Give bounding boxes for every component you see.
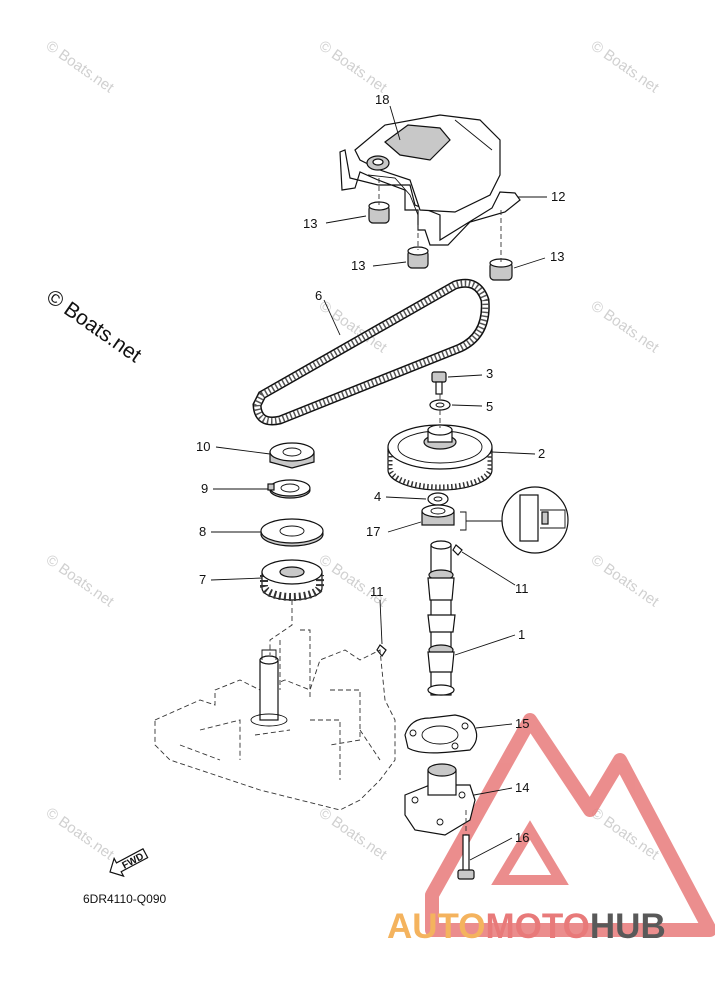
callout-1: 1 xyxy=(518,627,525,642)
washer-9 xyxy=(267,479,311,499)
callout-13: 13 xyxy=(550,249,564,264)
pin-11-left xyxy=(376,644,387,658)
gasket-15 xyxy=(404,714,478,754)
callout-leaders xyxy=(210,105,547,861)
callout-13: 13 xyxy=(351,258,365,273)
pin-11-right xyxy=(452,544,463,556)
watermark: © Boats.net xyxy=(43,37,118,96)
callout-12: 12 xyxy=(551,189,565,204)
callout-8: 8 xyxy=(199,524,206,539)
camshaft-pulley xyxy=(387,424,493,491)
fwd-label: FWD xyxy=(120,851,145,871)
washer-5 xyxy=(429,399,451,411)
callout-9: 9 xyxy=(201,481,208,496)
timing-belt xyxy=(252,278,490,426)
engine-block xyxy=(154,629,396,811)
callout-7: 7 xyxy=(199,572,206,587)
nut-10 xyxy=(269,442,315,469)
watermark: © Boats.net xyxy=(588,551,663,610)
callout-3: 3 xyxy=(486,366,493,381)
callout-13: 13 xyxy=(303,216,317,231)
copyright-label: © Boats.net xyxy=(42,285,145,367)
bolt-3 xyxy=(431,371,447,395)
plate-8 xyxy=(260,518,324,547)
watermark: © Boats.net xyxy=(316,37,391,96)
diagram-code: 6DR4110-Q090 xyxy=(83,892,166,906)
callout-11: 11 xyxy=(370,584,384,599)
sprocket-7 xyxy=(260,559,324,601)
callout-16: 16 xyxy=(515,830,529,845)
washer-4 xyxy=(427,492,449,506)
watermarks: © Boats.net © Boats.net © Boats.net © Bo… xyxy=(43,37,663,863)
oil-pump-14 xyxy=(404,763,476,836)
callout-11: 11 xyxy=(515,581,529,596)
logo-triangle-icon xyxy=(425,713,715,937)
callout-6: 6 xyxy=(315,288,322,303)
grommet-13c xyxy=(489,258,513,281)
callout-17: 17 xyxy=(366,524,380,539)
camshaft xyxy=(427,540,456,696)
automotohub-logo xyxy=(425,713,715,937)
grommet-13a xyxy=(368,201,390,224)
detail-inset xyxy=(501,486,569,554)
callout-14: 14 xyxy=(515,780,529,795)
brand-part-auto: AUTO xyxy=(387,907,486,946)
callout-10: 10 xyxy=(196,439,210,454)
callout-2: 2 xyxy=(538,446,545,461)
watermark: © Boats.net xyxy=(316,804,391,863)
logo-inner-triangle-icon xyxy=(491,820,569,885)
callouts: 18 12 13 13 13 6 3 5 10 2 9 4 8 17 7 11 … xyxy=(196,92,565,845)
watermark: © Boats.net xyxy=(43,804,118,863)
automotohub-wordmark: AUTOMOTOHUB xyxy=(387,907,666,946)
oil-seal-17 xyxy=(421,504,455,526)
grommet-13b xyxy=(407,246,429,269)
callout-4: 4 xyxy=(374,489,381,504)
callout-18: 18 xyxy=(375,92,389,107)
callout-15: 15 xyxy=(515,716,529,731)
brand-part-hub: HUB xyxy=(590,907,666,946)
brand-wordmark: AUTOMOTOHUB xyxy=(387,907,666,946)
timing-belt-cover xyxy=(339,114,521,246)
callout-5: 5 xyxy=(486,399,493,414)
watermark: © Boats.net xyxy=(43,551,118,610)
watermark: © Boats.net xyxy=(588,297,663,356)
watermark: © Boats.net xyxy=(588,37,663,96)
watermark: © Boats.net xyxy=(316,551,391,610)
brand-part-moto: MOTO xyxy=(486,907,590,946)
